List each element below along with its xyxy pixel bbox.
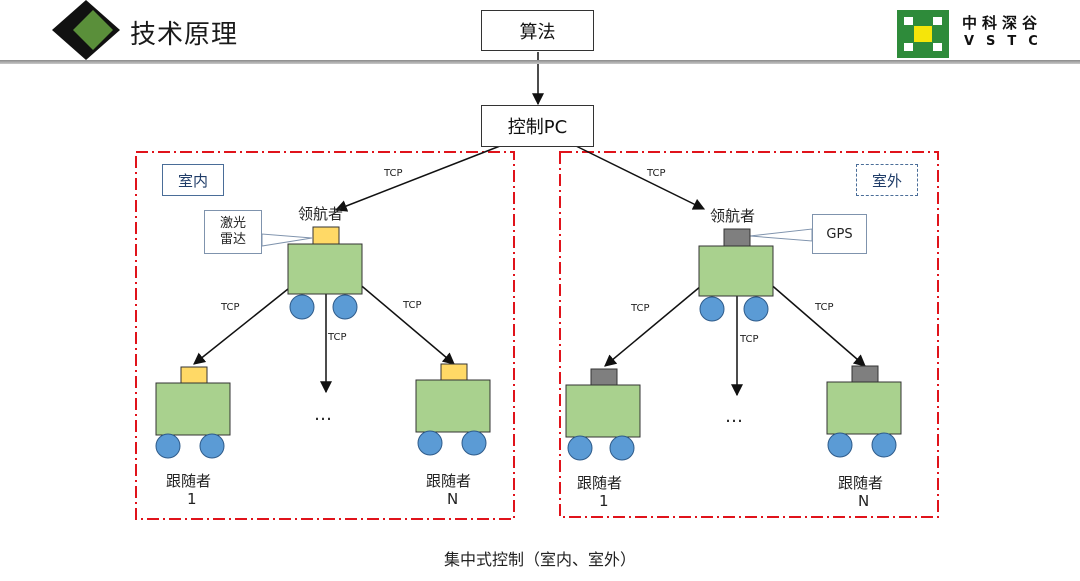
indoor-follower-1-label: 跟随者 — [166, 472, 212, 490]
outdoor-leader-label: 领航者 — [710, 207, 756, 225]
gps-sensor-icon — [590, 368, 618, 386]
arrow-pc-to-indoor-leader — [334, 145, 501, 212]
wheel-icon — [609, 435, 635, 461]
arrow-outdoor-leader-to-follower-1 — [604, 280, 708, 367]
wheel-icon — [871, 432, 897, 458]
indoor-leader-robot — [287, 226, 363, 320]
tcp-label-outdoor-follower-1: TCP — [631, 303, 650, 314]
lidar-sensor-icon — [180, 366, 208, 384]
arrow-outdoor-leader-to-follower-n — [767, 281, 866, 367]
indoor-region-border — [135, 151, 515, 520]
lidar-sensor-icon — [440, 363, 468, 381]
indoor-follower-n-label: 跟随者 — [426, 472, 472, 490]
outdoor-follower-n-label: 跟随者 — [838, 474, 884, 492]
lidar-callout: 激光 雷达 — [204, 210, 262, 254]
indoor-region-label: 室内 — [162, 164, 224, 196]
wheel-icon — [827, 432, 853, 458]
indoor-follower-n-robot — [415, 363, 491, 456]
gps-sensor-icon — [723, 228, 751, 247]
outdoor-follower-1-label: 跟随者 — [577, 474, 623, 492]
algorithm-box: 算法 — [481, 10, 594, 51]
gps-callout-text: GPS — [826, 226, 853, 242]
indoor-more-followers-ellipsis: … — [314, 404, 332, 425]
header-divider — [0, 60, 1080, 64]
wheel-icon — [743, 296, 769, 322]
indoor-follower-n-index: N — [447, 490, 459, 508]
gps-sensor-icon — [851, 365, 879, 383]
outdoor-follower-1-robot — [565, 368, 641, 461]
tcp-label-indoor-more: TCP — [328, 332, 347, 343]
arrow-pc-to-outdoor-leader — [575, 145, 706, 210]
wheel-icon — [332, 294, 358, 320]
tcp-label-pc-outdoor: TCP — [647, 168, 666, 179]
diagram-caption: 集中式控制（室内、室外） — [443, 550, 636, 569]
wheel-icon — [567, 435, 593, 461]
lidar-callout-pointer — [261, 233, 313, 247]
outdoor-follower-1-index: 1 — [599, 492, 609, 510]
control-pc-box: 控制PC — [481, 105, 594, 147]
lidar-callout-text: 激光 雷达 — [219, 216, 246, 247]
logo-name-cn: 中科深谷 — [962, 14, 1043, 32]
outdoor-follower-n-robot — [826, 365, 902, 458]
tcp-label-indoor-follower-1: TCP — [221, 302, 240, 313]
arrow-indoor-leader-to-follower-1 — [193, 280, 299, 365]
indoor-follower-1-robot — [155, 366, 231, 459]
wheel-icon — [461, 430, 487, 456]
wheel-icon — [155, 433, 181, 459]
vstc-logo-icon — [897, 10, 949, 58]
wheel-icon — [699, 296, 725, 322]
tcp-label-indoor-follower-n: TCP — [403, 300, 422, 311]
gps-callout-pointer — [749, 228, 813, 242]
tcp-label-outdoor-more: TCP — [740, 334, 759, 345]
indoor-follower-1-index: 1 — [187, 490, 197, 508]
header-diamond-icon — [52, 0, 120, 60]
logo-name-en: VSTC — [964, 34, 1050, 49]
wheel-icon — [417, 430, 443, 456]
tcp-label-pc-indoor: TCP — [384, 168, 403, 179]
page-title: 技术原理 — [130, 20, 239, 50]
outdoor-region-label: 室外 — [856, 164, 918, 196]
outdoor-follower-n-index: N — [858, 492, 870, 510]
outdoor-leader-robot — [698, 228, 774, 322]
outdoor-more-followers-ellipsis: … — [725, 406, 743, 427]
wheel-icon — [199, 433, 225, 459]
tcp-label-outdoor-follower-n: TCP — [815, 302, 834, 313]
outdoor-region-border — [559, 151, 939, 518]
arrow-indoor-leader-to-follower-n — [356, 281, 455, 365]
lidar-sensor-icon — [312, 226, 340, 245]
wheel-icon — [289, 294, 315, 320]
gps-callout: GPS — [812, 214, 867, 254]
indoor-leader-label: 领航者 — [298, 205, 344, 223]
